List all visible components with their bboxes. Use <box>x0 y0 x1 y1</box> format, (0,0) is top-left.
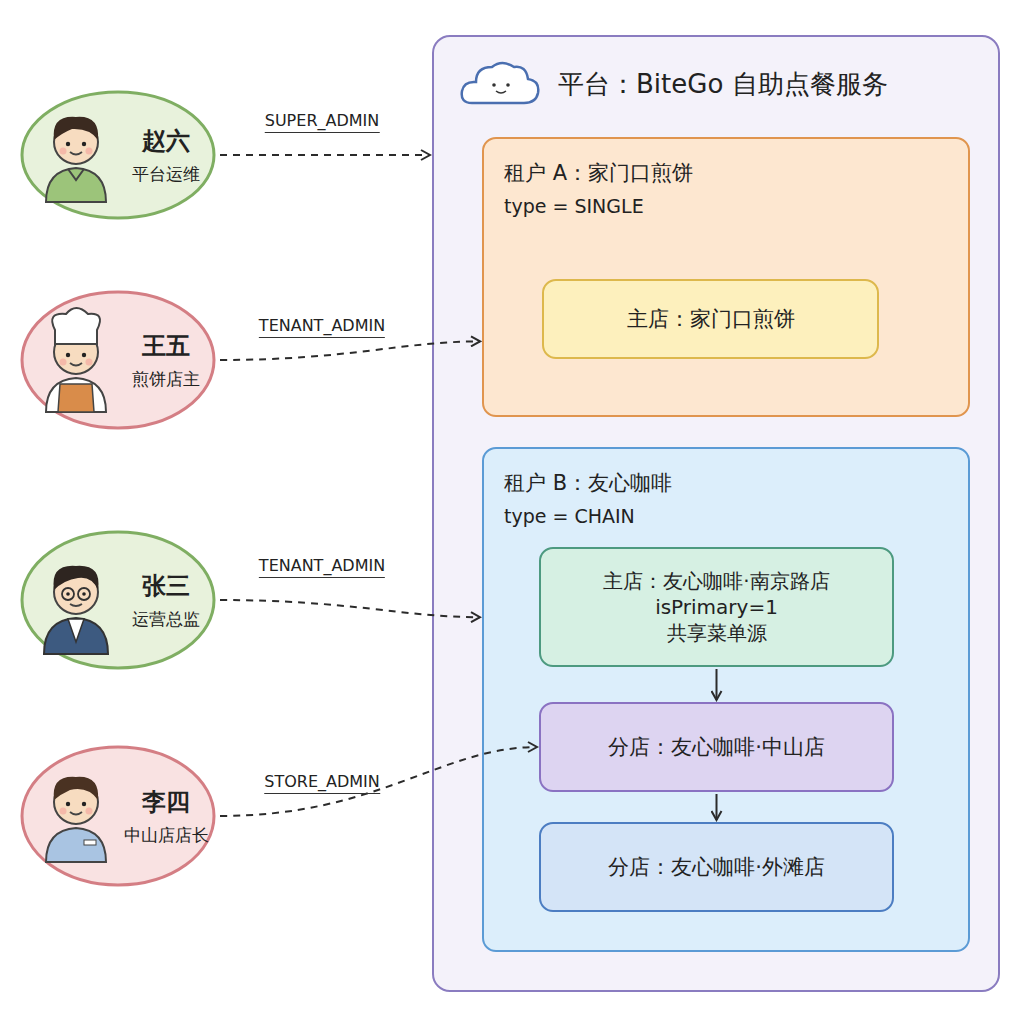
ellipse-outline <box>20 290 216 430</box>
node-title: 张三 <box>142 570 190 602</box>
node-title: 租户 A：家门口煎饼 <box>504 159 693 187</box>
node-title: 平台：BiteGo 自助点餐服务 <box>558 67 888 102</box>
tenant-box: 租户 B：友心咖啡 type = CHAIN 主店：友心咖啡·南京路店isPrima… <box>482 447 970 952</box>
node-title: 赵六 <box>142 125 190 157</box>
node-text: isPrimary=1 <box>655 594 778 620</box>
role-label: TENANT_ADMIN <box>259 556 385 578</box>
node-text: 共享菜单源 <box>667 620 767 646</box>
store-box: 分店：友心咖啡·中山店 <box>539 702 894 792</box>
role-label: TENANT_ADMIN <box>259 316 385 338</box>
platform-box: 平台：BiteGo 自助点餐服务租户 A：家门口煎饼 type = SINGLE 主… <box>432 35 1000 992</box>
tenant-box: 租户 A：家门口煎饼 type = SINGLE 主店：家门口煎饼 <box>482 137 970 417</box>
ellipse-outline <box>20 530 216 670</box>
role-label: SUPER_ADMIN <box>265 111 380 133</box>
ellipse-outline <box>20 745 216 887</box>
node-title: 王五 <box>142 330 190 362</box>
node-title: 租户 B：友心咖啡 <box>504 469 672 497</box>
node-title: 主店：家门口煎饼 <box>627 305 795 333</box>
person-ellipse <box>22 532 214 668</box>
person-node: 张三运营总监 <box>20 530 216 670</box>
node-text: 中山店店长 <box>124 824 209 847</box>
node-title: 分店：友心咖啡·中山店 <box>608 733 825 761</box>
role-connector <box>220 154 430 156</box>
node-text: 煎饼店主 <box>132 368 200 391</box>
person-ellipse <box>22 292 214 428</box>
node-title: 主店：友心咖啡·南京路店 <box>603 568 829 594</box>
ellipse-outline <box>20 90 216 220</box>
person-node: 赵六平台运维 <box>20 90 216 220</box>
store-box: 分店：友心咖啡·外滩店 <box>539 822 894 912</box>
node-text: type = SINGLE <box>504 195 693 217</box>
node-text: 运营总监 <box>132 608 200 631</box>
store-box: 主店：友心咖啡·南京路店isPrimary=1共享菜单源 <box>539 547 894 667</box>
node-title: 李四 <box>142 786 190 818</box>
person-ellipse <box>22 747 214 885</box>
person-ellipse <box>22 92 214 218</box>
person-node: 王五煎饼店主 <box>20 290 216 430</box>
node-text: 平台运维 <box>132 163 200 186</box>
node-text: type = CHAIN <box>504 505 672 527</box>
role-label: STORE_ADMIN <box>264 772 380 794</box>
store-box: 主店：家门口煎饼 <box>542 279 879 359</box>
node-title: 分店：友心咖啡·外滩店 <box>608 853 825 881</box>
person-node: 李四中山店店长 <box>20 745 216 887</box>
